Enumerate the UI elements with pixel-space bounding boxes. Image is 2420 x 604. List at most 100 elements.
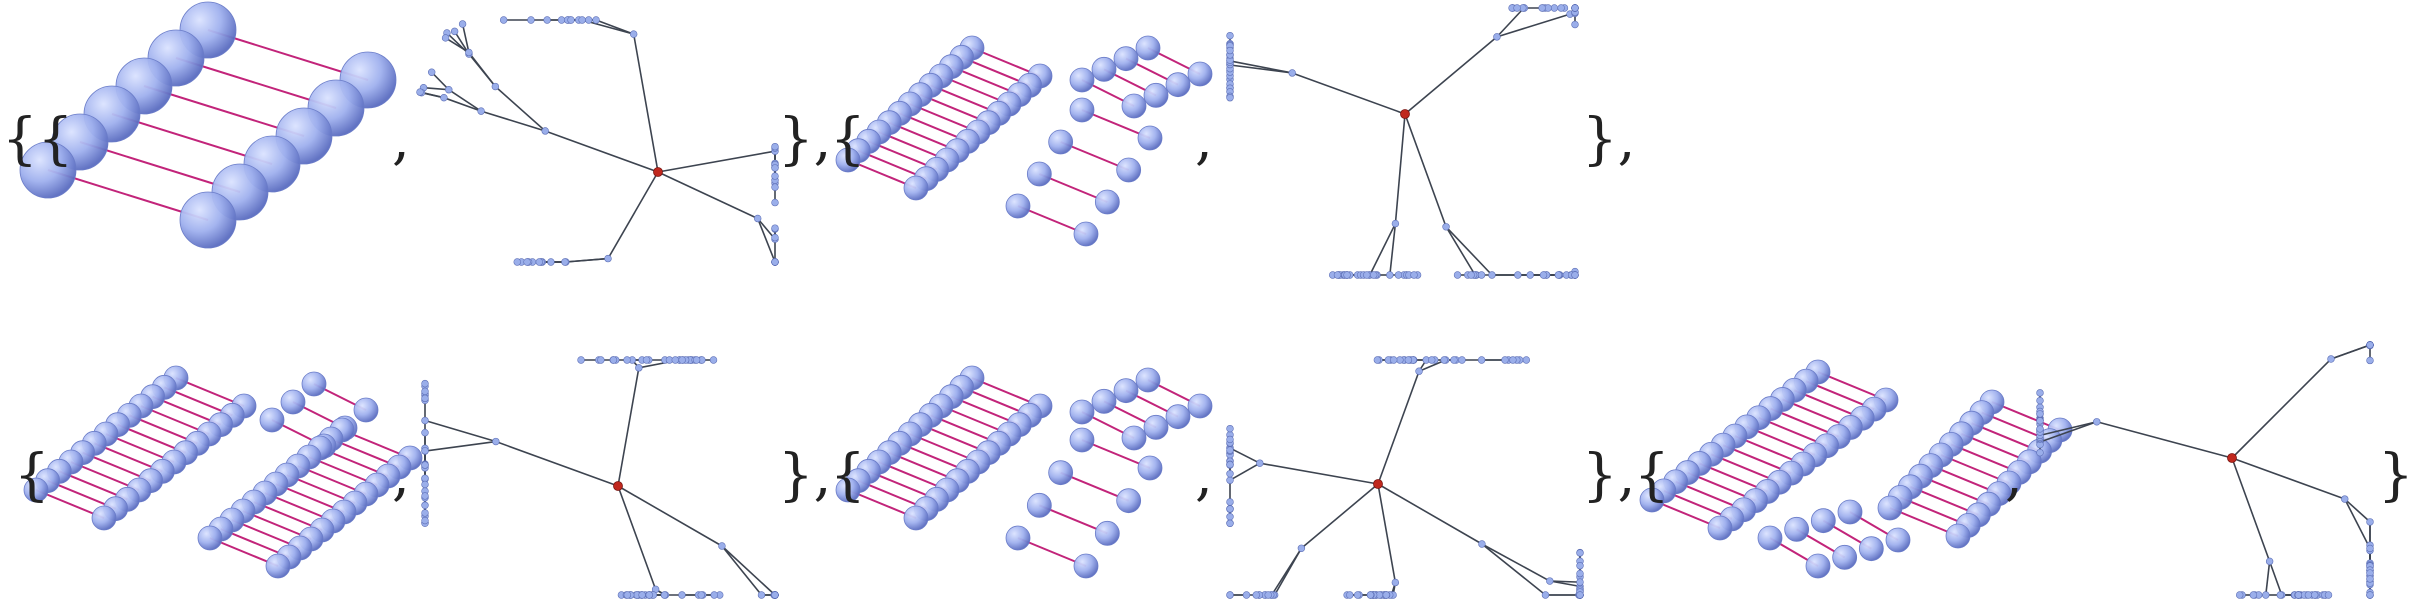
tree-node xyxy=(1334,272,1341,279)
tree-edge xyxy=(2232,359,2331,458)
tree-node xyxy=(1514,272,1521,279)
tree-node xyxy=(1572,21,1579,28)
sphere-node xyxy=(1092,57,1116,81)
tree-edge xyxy=(1446,227,1492,275)
tree-node xyxy=(1346,592,1353,599)
tree-node xyxy=(1478,357,1485,364)
tree-node xyxy=(585,17,592,24)
tree-node xyxy=(422,502,429,509)
tree-node xyxy=(772,225,779,232)
tree-node xyxy=(1478,272,1485,279)
sphere-node xyxy=(266,554,290,578)
sphere-node xyxy=(1144,415,1168,439)
tree-graph-4-edges xyxy=(1230,360,1580,595)
sphere-node xyxy=(1049,461,1073,485)
tree-node xyxy=(2093,418,2100,425)
sphere-node xyxy=(1859,537,1883,561)
tree-node xyxy=(1542,592,1549,599)
sphere-node xyxy=(1144,83,1168,107)
tree-edge xyxy=(2331,345,2370,359)
tree-edge xyxy=(545,131,658,172)
tree-node xyxy=(758,592,765,599)
sphere-node xyxy=(1166,405,1190,429)
tree-node xyxy=(661,592,668,599)
tree-node xyxy=(643,357,650,364)
tree-node xyxy=(693,357,700,364)
tree-node xyxy=(1411,272,1418,279)
tree-node xyxy=(1390,357,1397,364)
tree-node xyxy=(1227,520,1234,527)
tree-node xyxy=(605,255,612,262)
sphere-node xyxy=(1092,389,1116,413)
sphere-node xyxy=(1886,528,1910,552)
open-brace-3: { xyxy=(14,448,50,504)
tree-node xyxy=(772,173,779,180)
sphere-node xyxy=(1095,190,1119,214)
tree-node xyxy=(1289,70,1296,77)
tree-node xyxy=(1374,357,1381,364)
tree-graph-1-nodes xyxy=(417,17,779,266)
tree-node xyxy=(2037,426,2044,433)
sphere-node xyxy=(1122,94,1146,118)
tree-node xyxy=(1383,592,1390,599)
tree-node xyxy=(679,592,686,599)
tree-node xyxy=(536,259,543,266)
tree-node xyxy=(422,493,429,500)
ladder-structure-2 xyxy=(836,36,1212,246)
tree-node xyxy=(1451,357,1458,364)
tree-node xyxy=(1577,562,1584,569)
tree-edge xyxy=(496,442,618,486)
tree-node xyxy=(593,17,600,24)
tree-edge xyxy=(481,111,545,131)
close-brace-2: }, xyxy=(1582,112,1635,168)
tree-node xyxy=(1227,499,1234,506)
tree-node xyxy=(422,380,429,387)
tree-node xyxy=(528,17,535,24)
sphere-node xyxy=(1070,400,1094,424)
tree-edge xyxy=(1405,37,1497,114)
sphere-node xyxy=(1027,493,1051,517)
tree-node xyxy=(1527,272,1534,279)
tree-graph-5-edges xyxy=(2040,345,2370,595)
sphere-node xyxy=(904,506,928,530)
tree-edge xyxy=(2270,561,2282,595)
sphere-node xyxy=(354,398,378,422)
tree-node xyxy=(1367,592,1374,599)
sphere-node xyxy=(1049,130,1073,154)
tree-node xyxy=(1227,470,1234,477)
tree-edge xyxy=(1292,73,1405,114)
tree-node xyxy=(1227,47,1234,54)
tree-node xyxy=(2367,342,2374,349)
sphere-node xyxy=(1070,98,1094,122)
tree-root-node xyxy=(1401,110,1410,119)
tree-edge xyxy=(1390,224,1396,275)
tree-node xyxy=(1395,272,1402,279)
tree-node xyxy=(772,199,779,206)
tree-edge xyxy=(1301,484,1378,548)
tree-edge xyxy=(722,546,762,595)
tree-node xyxy=(2367,518,2374,525)
tree-node xyxy=(568,17,575,24)
tree-node xyxy=(2311,592,2318,599)
close-outer-brace: }} xyxy=(2378,448,2420,504)
tree-graph-4 xyxy=(1227,357,1584,599)
sphere-node xyxy=(1188,62,1212,86)
tree-node xyxy=(1227,477,1234,484)
tree-node xyxy=(1479,541,1486,548)
tree-edge xyxy=(495,87,545,131)
tree-edge xyxy=(1446,227,1475,275)
tree-node xyxy=(542,128,549,135)
tree-node xyxy=(548,259,555,266)
tree-graph-2-edges xyxy=(1230,8,1575,275)
tree-node xyxy=(441,94,448,101)
tree-node xyxy=(422,475,429,482)
tree-node xyxy=(679,357,686,364)
tree-node xyxy=(2367,545,2374,552)
tree-edge xyxy=(425,442,496,451)
ladder-structure-3 xyxy=(24,366,422,578)
tree-node xyxy=(544,17,551,24)
tree-node xyxy=(422,429,429,436)
tree-edge xyxy=(1482,544,1550,581)
tree-node xyxy=(710,357,717,364)
